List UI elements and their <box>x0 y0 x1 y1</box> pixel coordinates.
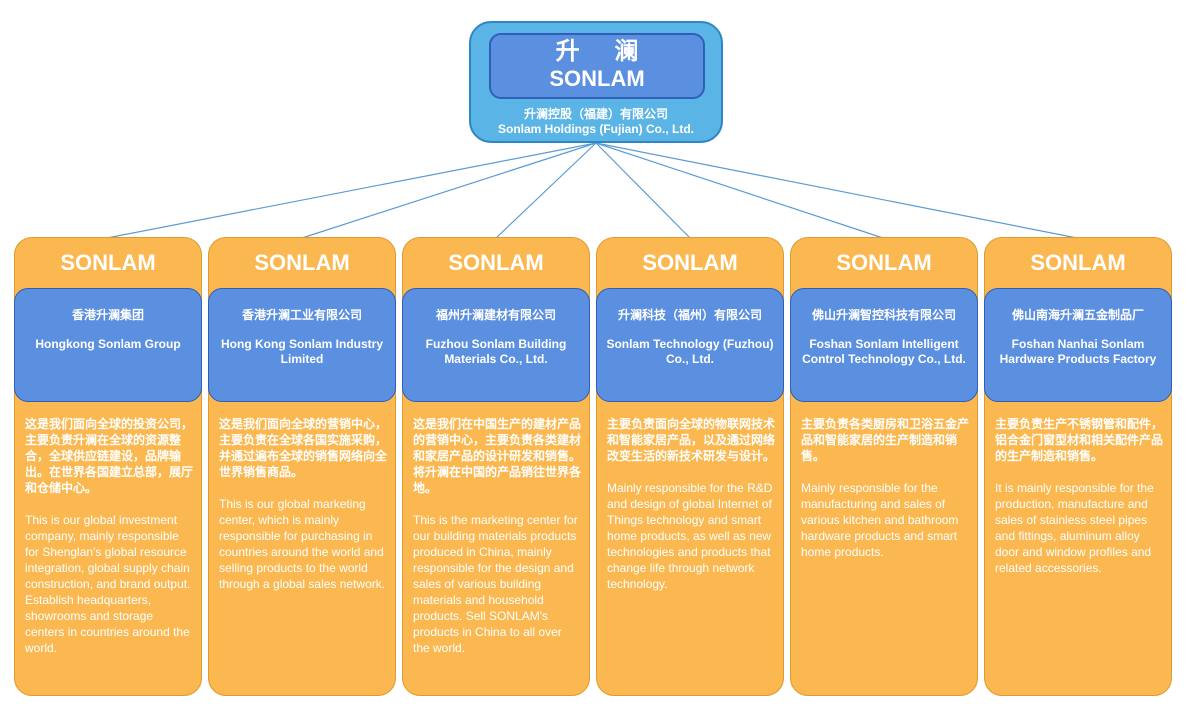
card-desc-chinese: 主要负责面向全球的物联网技术和智能家居产品，以及通过网络改变生活的新技术研发与设… <box>607 417 776 463</box>
card-name-chinese: 香港升澜集团 <box>71 308 144 322</box>
root-logo: 升 澜 SONLAM <box>489 33 705 99</box>
card-brand: SONLAM <box>836 250 932 275</box>
connector-line-5 <box>595 142 884 239</box>
connector-line-2 <box>301 142 597 239</box>
company-card-5: SONLAM 佛山升澜智控科技有限公司 Foshan Sonlam Intell… <box>790 237 978 696</box>
card-description: 主要负责各类厨房和卫浴五金产品和智能家居的生产制造和销售。 Mainly res… <box>801 416 969 560</box>
card-name-english: Sonlam Technology (Fuzhou) Co., Ltd. <box>606 337 774 366</box>
card-desc-english: Mainly responsible for the R&D and desig… <box>607 481 773 591</box>
card-description: 这是我们面向全球的投资公司，主要负责升澜在全球的资源整合，全球供应链建设，品牌输… <box>25 416 193 656</box>
card-brand: SONLAM <box>254 250 350 275</box>
card-desc-english: This is our global investment company, m… <box>25 513 191 655</box>
card-brand: SONLAM <box>60 250 156 275</box>
connector-line-4 <box>595 142 691 239</box>
connector-line-6 <box>595 142 1078 239</box>
company-card-1: SONLAM 香港升澜集团 Hongkong Sonlam Group 这是我们… <box>14 237 202 696</box>
card-name-english: Fuzhou Sonlam Building Materials Co., Lt… <box>425 337 567 366</box>
card-desc-chinese: 主要负责生产不锈钢管和配件，铝合金门窗型材和相关配件产品的生产制造和销售。 <box>995 417 1164 463</box>
card-brand: SONLAM <box>642 250 738 275</box>
card-name-chinese: 佛山南海升澜五金制品厂 <box>1011 308 1144 322</box>
connector-line-3 <box>495 142 597 239</box>
card-brand: SONLAM <box>448 250 544 275</box>
card-name-english: Foshan Nanhai Sonlam Hardware Products F… <box>999 337 1157 366</box>
card-header: 香港升澜工业有限公司 Hong Kong Sonlam Industry Lim… <box>208 288 396 402</box>
card-description: 主要负责生产不锈钢管和配件，铝合金门窗型材和相关配件产品的生产制造和销售。 It… <box>995 416 1163 576</box>
card-description: 这是我们面向全球的营销中心，主要负责在全球各国实施采购，并通过遍布全球的销售网络… <box>219 416 387 592</box>
card-desc-english: This is the marketing center for our bui… <box>413 513 578 655</box>
connector-line-1 <box>106 142 597 239</box>
card-desc-english: Mainly responsible for the manufacturing… <box>801 481 959 559</box>
root-logo-chinese: 升 澜 <box>555 38 653 65</box>
card-name-english: Hongkong Sonlam Group <box>35 337 181 351</box>
card-name-chinese: 升澜科技（福州）有限公司 <box>617 308 762 322</box>
card-header: 佛山南海升澜五金制品厂 Foshan Nanhai Sonlam Hardwar… <box>984 288 1172 402</box>
card-name-chinese: 香港升澜工业有限公司 <box>241 308 362 322</box>
root-company-name: 升澜控股（福建）有限公司 Sonlam Holdings (Fujian) Co… <box>471 107 721 137</box>
card-description: 主要负责面向全球的物联网技术和智能家居产品，以及通过网络改变生活的新技术研发与设… <box>607 416 775 592</box>
root-logo-english: SONLAM <box>549 66 645 91</box>
card-desc-chinese: 这是我们在中国生产的建材产品的营销中心，主要负责各类建材和家居产品的设计研发和销… <box>413 417 582 495</box>
card-name-chinese: 福州升澜建材有限公司 <box>435 308 556 322</box>
card-desc-english: This is our global marketing center, whi… <box>219 497 386 591</box>
root-name-chinese: 升澜控股（福建）有限公司 <box>523 107 668 121</box>
card-desc-chinese: 主要负责各类厨房和卫浴五金产品和智能家居的生产制造和销售。 <box>801 417 970 463</box>
card-header: 福州升澜建材有限公司 Fuzhou Sonlam Building Materi… <box>402 288 590 402</box>
card-header: 佛山升澜智控科技有限公司 Foshan Sonlam Intelligent C… <box>790 288 978 402</box>
card-header: 升澜科技（福州）有限公司 Sonlam Technology (Fuzhou) … <box>596 288 784 402</box>
root-node-holdings: 升 澜 SONLAM 升澜控股（福建）有限公司 Sonlam Holdings … <box>469 21 723 143</box>
card-name-english: Foshan Sonlam Intelligent Control Techno… <box>802 337 966 366</box>
company-card-4: SONLAM 升澜科技（福州）有限公司 Sonlam Technology (F… <box>596 237 784 696</box>
card-desc-chinese: 这是我们面向全球的营销中心，主要负责在全球各国实施采购，并通过遍布全球的销售网络… <box>219 417 388 479</box>
card-brand: SONLAM <box>1030 250 1126 275</box>
card-name-english: Hong Kong Sonlam Industry Limited <box>221 337 383 366</box>
card-name-chinese: 佛山升澜智控科技有限公司 <box>811 308 956 322</box>
card-description: 这是我们在中国生产的建材产品的营销中心，主要负责各类建材和家居产品的设计研发和销… <box>413 416 581 656</box>
company-card-3: SONLAM 福州升澜建材有限公司 Fuzhou Sonlam Building… <box>402 237 590 696</box>
card-header: 香港升澜集团 Hongkong Sonlam Group <box>14 288 202 402</box>
company-card-2: SONLAM 香港升澜工业有限公司 Hong Kong Sonlam Indus… <box>208 237 396 696</box>
root-name-english: Sonlam Holdings (Fujian) Co., Ltd. <box>498 122 694 136</box>
company-card-6: SONLAM 佛山南海升澜五金制品厂 Foshan Nanhai Sonlam … <box>984 237 1172 696</box>
card-desc-chinese: 这是我们面向全球的投资公司，主要负责升澜在全球的资源整合，全球供应链建设，品牌输… <box>25 417 194 495</box>
card-desc-english: It is mainly responsible for the product… <box>995 481 1154 575</box>
